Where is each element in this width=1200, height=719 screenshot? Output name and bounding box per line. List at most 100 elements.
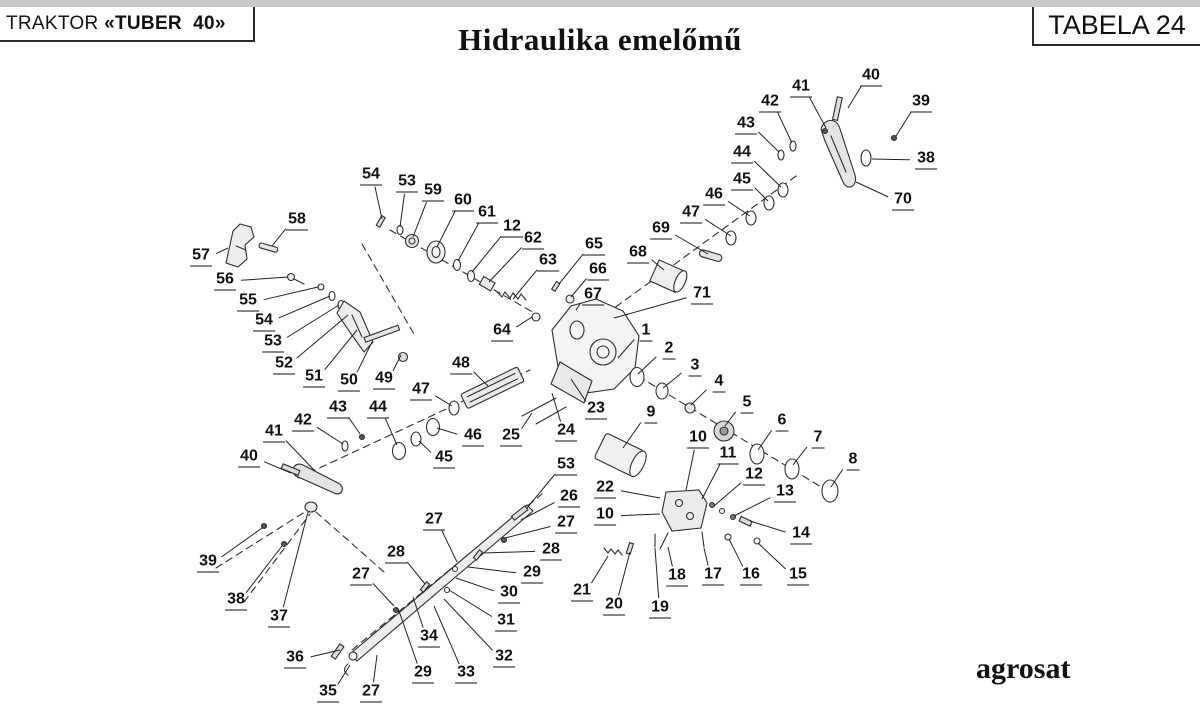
leader-line — [278, 295, 331, 319]
leader-line — [457, 223, 480, 262]
part-number-callout: 62 — [522, 230, 544, 250]
leader-line — [703, 547, 709, 566]
leader-line — [617, 339, 635, 359]
leader-line — [473, 371, 489, 387]
part-number-callout: 50 — [338, 372, 360, 392]
leader-line — [685, 449, 695, 491]
leader-line — [792, 446, 808, 466]
leader-line — [263, 461, 292, 474]
leader-line — [316, 426, 344, 445]
leader-line — [575, 302, 582, 311]
leader-line — [674, 234, 709, 255]
part-number-callout: 42 — [292, 412, 314, 432]
header-model-box: TRAKTOR «TUBER 40» — [0, 7, 255, 42]
leader-line — [392, 354, 402, 372]
leader-line — [399, 193, 405, 228]
part-number-callout: 53 — [396, 173, 418, 193]
part-number-callout: 32 — [493, 648, 515, 668]
part-number-callout: 20 — [603, 596, 625, 616]
leader-line — [215, 247, 229, 254]
part-number-callout: 11 — [717, 445, 739, 465]
part-number-callout: 8 — [846, 451, 860, 471]
leader-line — [570, 278, 587, 298]
part-number-callout: 41 — [263, 423, 285, 443]
leader-line — [620, 513, 661, 517]
part-number-callout: 67 — [582, 286, 604, 306]
part-number-callout: 30 — [498, 584, 520, 604]
leader-line — [526, 473, 556, 509]
leader-line — [777, 112, 793, 144]
leader-line — [488, 247, 522, 283]
part-number-callout: 64 — [491, 322, 513, 342]
leader-line — [448, 589, 493, 618]
leader-line — [613, 297, 687, 319]
leader-line — [520, 502, 555, 521]
part-number-callout: 56 — [214, 271, 236, 291]
part-number-callout: 12 — [501, 218, 523, 238]
part-number-callout: 47 — [680, 204, 702, 224]
leader-line — [733, 497, 771, 517]
part-number-callout: 44 — [367, 399, 389, 419]
part-number-callout: 21 — [571, 582, 593, 602]
leader-line — [895, 111, 912, 137]
part-number-callout: 38 — [225, 591, 247, 611]
part-number-callout: 25 — [500, 427, 522, 447]
part-number-callout: 52 — [273, 355, 295, 375]
leader-line — [570, 378, 587, 402]
part-number-callout: 23 — [585, 400, 607, 420]
leader-line — [757, 430, 772, 451]
leader-line — [667, 546, 673, 567]
part-number-callout: 53 — [262, 333, 284, 353]
part-number-callout: 45 — [433, 449, 455, 469]
part-number-callout: 39 — [197, 553, 219, 573]
part-number-callout: 28 — [540, 541, 562, 561]
part-number-callout: 40 — [238, 448, 260, 468]
part-number-callout: 59 — [422, 182, 444, 202]
leader-line — [271, 228, 287, 247]
leader-line — [433, 605, 460, 665]
leader-line — [412, 201, 427, 238]
leader-line — [385, 418, 398, 446]
brand-logo: agrosat — [976, 652, 1071, 685]
leader-line — [704, 218, 732, 237]
leader-line — [558, 253, 584, 285]
leader-line — [282, 511, 309, 608]
part-number-callout: 18 — [666, 567, 688, 587]
part-number-callout: 37 — [268, 608, 290, 628]
leader-line — [286, 304, 340, 338]
part-number-callout: 13 — [774, 483, 796, 503]
part-number-callout: 70 — [892, 191, 914, 211]
leader-line — [749, 520, 786, 533]
leader-line — [618, 551, 631, 596]
leader-line — [471, 235, 502, 273]
part-number-callout: 34 — [418, 628, 440, 648]
leader-line — [285, 440, 315, 471]
leader-line — [622, 422, 642, 449]
leader-line — [324, 329, 358, 371]
part-number-callout: 15 — [787, 566, 809, 586]
part-number-callout: 57 — [190, 247, 212, 267]
leader-line — [443, 598, 493, 651]
leader-line — [483, 550, 536, 554]
leader-line — [701, 464, 721, 500]
model-prefix: TRAKTOR — [6, 12, 105, 34]
part-number-callout: 49 — [373, 370, 395, 390]
part-number-callout: 38 — [915, 150, 937, 170]
leader-line — [435, 395, 453, 407]
leader-line — [758, 131, 780, 153]
leader-line — [406, 561, 426, 585]
part-number-callout: 69 — [650, 220, 672, 240]
leader-line — [590, 555, 609, 584]
table-number-box: TABELA 24 — [1032, 7, 1200, 46]
part-number-callout: 54 — [360, 166, 382, 186]
part-number-callout: 24 — [555, 422, 577, 442]
part-number-callout: 36 — [284, 649, 306, 669]
leader-line — [372, 583, 395, 607]
leader-line — [221, 527, 263, 558]
part-number-callout: 58 — [286, 211, 308, 231]
part-number-callout: 7 — [811, 429, 825, 449]
part-number-callout: 17 — [702, 566, 724, 586]
part-number-callout: 71 — [691, 285, 713, 305]
